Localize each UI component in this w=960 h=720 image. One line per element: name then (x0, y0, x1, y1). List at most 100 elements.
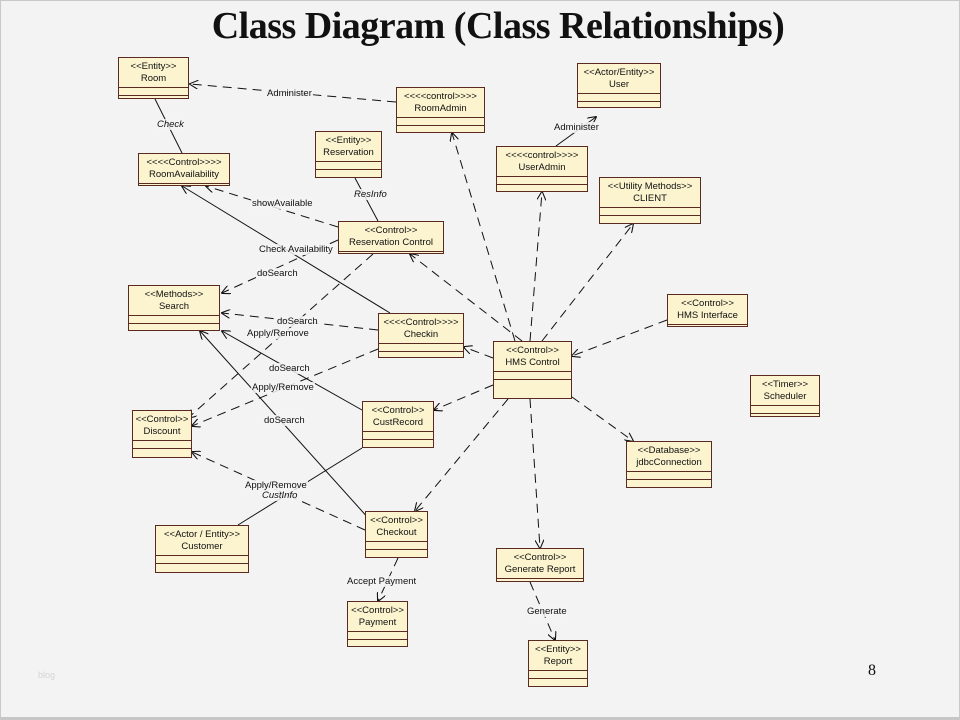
class-header: <<Control>>Payment (348, 602, 407, 632)
relationship-line (434, 384, 494, 410)
class-attributes-section (366, 542, 427, 550)
class-operations-section (627, 480, 711, 488)
class-stereotype: <<<<control>>>> (404, 91, 477, 102)
relationship-label-dosearch-3: doSearch (268, 363, 311, 374)
class-attributes-section (379, 344, 463, 352)
class-name: Report (543, 656, 573, 667)
class-box-rescontrol: <<Control>>Reservation Control (338, 221, 444, 254)
class-operations-section (379, 352, 463, 360)
relationship-label-showavailable: showAvailable (251, 198, 314, 209)
class-box-checkout: <<Control>>Checkout (365, 511, 428, 558)
class-header: <<<<control>>>>UserAdmin (497, 147, 587, 177)
class-box-room: <<Entity>>Room (118, 57, 189, 99)
class-stereotype: <<<<control>>>> (505, 150, 579, 161)
class-operations-section (348, 640, 407, 648)
class-stereotype: <<<<Control>>>> (383, 317, 459, 328)
relationship-line (415, 398, 509, 511)
class-name: Checkout (376, 527, 417, 538)
class-stereotype: <<Actor/Entity>> (583, 67, 655, 78)
class-header: <<Control>>Discount (133, 411, 191, 441)
class-header: <<Entity>>Reservation (316, 132, 381, 162)
class-operations-section (119, 96, 188, 104)
class-operations-section (751, 414, 819, 422)
class-stereotype: <<Methods>> (144, 289, 204, 300)
class-box-useradmin: <<<<control>>>>UserAdmin (496, 146, 588, 192)
class-box-roomadmin: <<<<control>>>>RoomAdmin (396, 87, 485, 133)
class-operations-section (529, 679, 587, 687)
class-attributes-section (627, 472, 711, 480)
class-name: Scheduler (763, 391, 807, 402)
class-name: RoomAdmin (414, 103, 467, 114)
class-name: UserAdmin (518, 162, 566, 173)
class-name: CLIENT (633, 193, 667, 204)
class-attributes-section (497, 177, 587, 185)
relationship-label-administer-user: Administer (553, 122, 600, 133)
class-header: <<Actor / Entity>>Customer (156, 526, 248, 556)
class-attributes-section (578, 94, 660, 102)
class-name: Room (140, 73, 167, 84)
page-number: 8 (868, 662, 876, 679)
page-title: Class Diagram (Class Relationships) (211, 5, 785, 47)
relationship-label-administer-room: Administer (266, 88, 313, 99)
class-operations-section (133, 449, 191, 457)
class-operations-section (156, 564, 248, 572)
class-box-hmsinterface: <<Control>>HMS Interface (667, 294, 748, 327)
class-attributes-section (156, 556, 248, 564)
class-name: RoomAvailability (148, 169, 220, 180)
class-stereotype: <<Utility Methods>> (607, 181, 693, 192)
class-header: <<Timer>>Scheduler (751, 376, 819, 406)
class-header: <<Control>>CustRecord (363, 402, 433, 432)
relationship-line (529, 192, 542, 342)
class-operations-section (363, 440, 433, 448)
class-attributes-section (133, 441, 191, 449)
relationship-line (206, 186, 339, 228)
class-box-user: <<Actor/Entity>>User (577, 63, 661, 108)
class-header: <<Methods>>Search (129, 286, 219, 316)
class-name: Generate Report (504, 564, 576, 575)
relationship-line (529, 398, 540, 548)
relationship-line (572, 319, 668, 356)
class-name: HMS Interface (677, 310, 738, 321)
class-stereotype: <<<<Control>>>> (146, 157, 222, 168)
relationship-label-generate: Generate (526, 606, 568, 617)
class-header: <<<<Control>>>>Checkin (379, 314, 463, 344)
class-attributes-section (316, 162, 381, 170)
class-operations-section (578, 102, 660, 110)
class-stereotype: <<Entity>> (535, 644, 581, 655)
class-box-hmscontrol: <<Control>>HMS Control (493, 341, 572, 399)
relationship-label-applyremove-2: Apply/Remove (251, 382, 315, 393)
class-operations-section (600, 216, 700, 224)
class-box-customer: <<Actor / Entity>>Customer (155, 525, 249, 573)
class-name: Reservation (323, 147, 374, 158)
class-box-genreport: <<Control>>Generate Report (496, 548, 584, 582)
relationship-label-dosearch-4: doSearch (263, 415, 306, 426)
relationship-label-dosearch-1: doSearch (256, 268, 299, 279)
class-box-checkin: <<<<Control>>>>Checkin (378, 313, 464, 358)
class-stereotype: <<Database>> (637, 445, 701, 456)
class-stereotype: <<Control>> (370, 515, 423, 526)
class-box-scheduler: <<Timer>>Scheduler (750, 375, 820, 417)
class-stereotype: <<Control>> (351, 605, 404, 616)
class-box-search: <<Methods>>Search (128, 285, 220, 331)
relationship-line (452, 133, 516, 342)
relationship-line (410, 254, 523, 342)
class-operations-section (397, 126, 484, 134)
class-name: CustRecord (372, 417, 424, 428)
relationship-line (190, 84, 397, 103)
class-header: <<Control>>HMS Control (494, 342, 571, 372)
relationship-line (192, 348, 379, 426)
relationship-label-custinfo: CustInfo (261, 490, 299, 501)
class-stereotype: <<Timer>> (761, 379, 809, 390)
class-header: <<Actor/Entity>>User (578, 64, 660, 94)
class-box-reservation: <<Entity>>Reservation (315, 131, 382, 178)
class-name: Checkin (403, 329, 439, 340)
class-attributes-section (397, 118, 484, 126)
class-header: <<Control>>Generate Report (497, 549, 583, 579)
class-operations-section (494, 380, 571, 388)
class-stereotype: <<Entity>> (325, 135, 372, 146)
class-header: <<Utility Methods>>CLIENT (600, 178, 700, 208)
class-name: jdbcConnection (636, 457, 702, 468)
relationship-label-applyremove-3: Apply/Remove (244, 480, 308, 491)
watermark: blog (38, 670, 56, 680)
